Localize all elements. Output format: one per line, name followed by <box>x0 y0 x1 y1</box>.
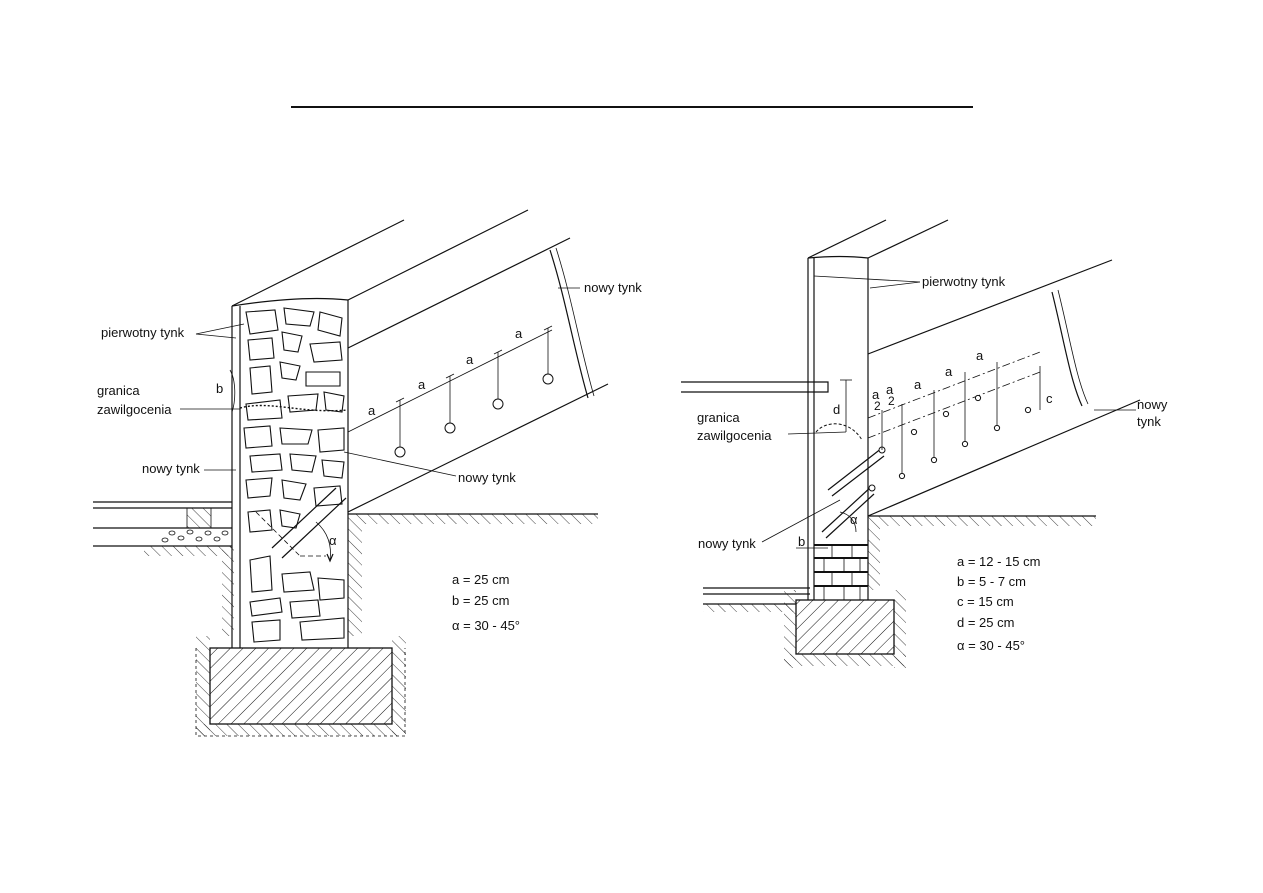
right-injection-channels <box>821 446 886 539</box>
right-spacing-a: a <box>976 348 984 363</box>
left-floor <box>93 501 234 636</box>
left-footing <box>195 636 406 737</box>
right-legend-line: α = 30 - 45° <box>957 638 1025 653</box>
left-leaders <box>180 287 580 477</box>
right-label-dim-d: d <box>833 402 840 417</box>
right-footing <box>784 590 906 668</box>
left-wall-section <box>231 297 349 648</box>
right-half-a-num: a <box>872 387 880 402</box>
right-legend: a = 12 - 15 cm b = 5 - 7 cm c = 15 cm d … <box>957 554 1040 653</box>
right-legend-line: b = 5 - 7 cm <box>957 574 1026 589</box>
left-wall-face <box>231 209 609 513</box>
right-label-dim-b: b <box>798 534 805 549</box>
left-label-moisture-1: granica <box>97 383 140 398</box>
right-label-alpha: α <box>850 512 858 527</box>
right-label-moisture-1: granica <box>697 410 740 425</box>
left-label-original-plaster: pierwotny tynk <box>101 325 185 340</box>
right-leaders <box>761 275 1136 543</box>
right-legend-line: a = 12 - 15 cm <box>957 554 1040 569</box>
right-wall-section <box>796 255 886 600</box>
right-label-original-plaster: pierwotny tynk <box>922 274 1006 289</box>
left-legend-line: α = 30 - 45° <box>452 618 520 633</box>
left-spacing-a-1: a <box>368 403 376 418</box>
left-label-new-plaster-top: nowy tynk <box>584 280 642 295</box>
right-slab <box>681 381 829 393</box>
right-half-a-den: 2 <box>874 399 881 413</box>
right-label-new-plaster-2: tynk <box>1137 414 1161 429</box>
right-legend-line: d = 25 cm <box>957 615 1014 630</box>
right-ground <box>868 515 1096 590</box>
left-legend-line: b = 25 cm <box>452 593 509 608</box>
left-legend: a = 25 cm b = 25 cm α = 30 - 45° <box>452 572 520 633</box>
right-half-a-den: 2 <box>888 394 895 408</box>
left-diagram: pierwotny tynk nowy tynk granica zawilgo… <box>93 209 642 737</box>
right-spacing-a: a <box>914 377 922 392</box>
right-half-a-num: a <box>886 382 894 397</box>
right-label-moisture-2: zawilgocenia <box>697 428 772 443</box>
right-spacing-a: a <box>945 364 953 379</box>
left-label-dim-b: b <box>216 381 223 396</box>
left-label-alpha: α <box>329 533 337 548</box>
left-label-new-plaster-mid: nowy tynk <box>458 470 516 485</box>
left-label-moisture-2: zawilgocenia <box>97 402 172 417</box>
left-spacing-a-3: a <box>466 352 474 367</box>
right-diagram: pierwotny tynk nowy tynk granica zawilgo… <box>681 219 1168 668</box>
right-legend-line: c = 15 cm <box>957 594 1014 609</box>
right-dim-d <box>840 379 852 432</box>
right-label-new-plaster-1: nowy <box>1137 397 1168 412</box>
right-wall-face <box>807 219 1141 517</box>
left-label-new-plaster-left: nowy tynk <box>142 461 200 476</box>
left-legend-line: a = 25 cm <box>452 572 509 587</box>
right-floor <box>703 587 810 612</box>
left-ground <box>348 513 598 636</box>
right-label-dim-c: c <box>1046 391 1053 406</box>
left-spacing-a-2: a <box>418 377 426 392</box>
left-spacing-a-4: a <box>515 326 523 341</box>
right-label-new-plaster-bottom: nowy tynk <box>698 536 756 551</box>
left-injection-channel <box>255 487 347 563</box>
